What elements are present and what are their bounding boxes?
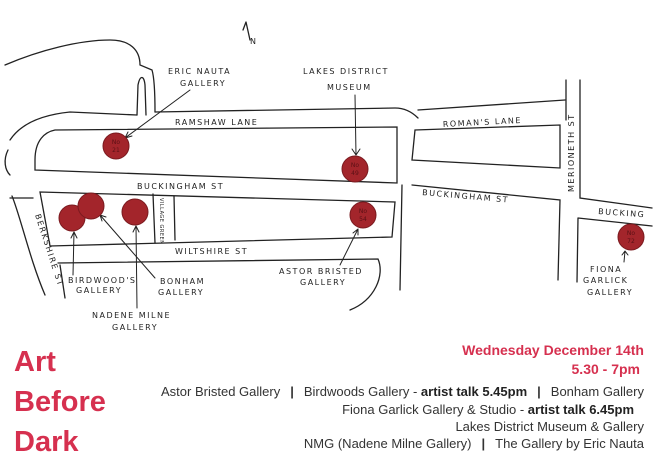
svg-text:GALLERY: GALLERY (300, 278, 346, 287)
street-ramshaw-lane: RAMSHAW LANE (175, 118, 258, 127)
title-before: Before (14, 386, 106, 418)
svg-text:21: 21 (112, 147, 120, 154)
svg-text:BONHAM: BONHAM (160, 277, 205, 286)
label-nadene-milne: NADENE MILNE GALLERY (92, 225, 171, 332)
svg-text:No: No (627, 230, 635, 237)
compass-label: N (250, 37, 257, 46)
event-time: 5.30 - 7pm (571, 361, 640, 377)
separator: | (290, 384, 294, 399)
svg-text:ERIC NAUTA: ERIC NAUTA (168, 67, 231, 76)
lake-outline (4, 39, 156, 113)
venue-line-2: Fiona Garlick Gallery & Studio - artist … (342, 402, 634, 417)
venue-line-1: Astor Bristed Gallery | Birdwoods Gallery … (161, 384, 644, 399)
marker-bonham[interactable] (77, 192, 105, 220)
venue-lakes: Lakes District Museum & Gallery (455, 419, 644, 434)
street-romans-lane: ROMAN'S LANE (443, 116, 523, 129)
svg-text:NADENE MILNE: NADENE MILNE (92, 311, 171, 320)
venue-birdwoods: Birdwoods Gallery - (303, 384, 418, 399)
title-dark: Dark (14, 426, 79, 458)
venue-fiona: Fiona Garlick Gallery & Studio - (342, 402, 525, 417)
block-ramshaw (34, 126, 398, 184)
label-astor-bristed: ASTOR BRISTED GALLERY (279, 228, 363, 287)
label-birdwoods: BIRDWOOD'S GALLERY (68, 231, 137, 295)
street-buckingham: BUCKINGHAM ST (137, 182, 224, 191)
svg-text:ASTOR BRISTED: ASTOR BRISTED (279, 267, 363, 276)
label-lakes-district: LAKES DISTRICT MUSEUM (303, 67, 389, 156)
marker-eric-nauta[interactable]: No 21 (102, 132, 130, 160)
svg-text:BIRDWOOD'S: BIRDWOOD'S (68, 276, 137, 285)
venue-nmg: NMG (Nadene Milne Gallery) (303, 436, 472, 451)
block-romans (411, 124, 561, 169)
svg-text:49: 49 (351, 170, 359, 177)
venue-bonham: Bonham Gallery (550, 384, 644, 399)
svg-text:54: 54 (359, 216, 367, 223)
label-bonham: BONHAM GALLERY (99, 214, 205, 297)
street-merioneth: MERIONETH ST (567, 113, 576, 192)
venue-line-4: NMG (Nadene Milne Gallery) | The Gallery b… (304, 436, 644, 451)
marker-nadene-milne[interactable] (121, 198, 149, 226)
talk-birdwoods: artist talk 5.45pm (420, 384, 528, 399)
svg-text:GARLICK: GARLICK (583, 276, 628, 285)
svg-text:MUSEUM: MUSEUM (327, 83, 372, 92)
venue-eric: The Gallery by Eric Nauta (495, 436, 644, 451)
svg-text:GALLERY: GALLERY (587, 288, 633, 297)
marker-fiona-garlick[interactable]: No 72 (617, 223, 645, 251)
svg-text:No: No (359, 208, 367, 215)
road-outline (9, 107, 419, 141)
event-date: Wednesday December 14th (462, 342, 644, 358)
gallery-map: N RAMSHAW LANE ROMAN'S LANE MERIONETH ST… (4, 21, 653, 332)
village-green-label: VILLAGE GREEN (158, 198, 164, 244)
svg-text:72: 72 (627, 238, 635, 245)
title-art: Art (14, 346, 56, 378)
venue-astor: Astor Bristed Gallery (161, 384, 281, 399)
svg-text:LAKES DISTRICT: LAKES DISTRICT (303, 67, 389, 76)
nadene-gallery-label: GALLERY (112, 323, 158, 332)
svg-text:No: No (351, 162, 359, 169)
venue-line-3: Lakes District Museum & Gallery (455, 419, 644, 434)
marker-astor-bristed[interactable]: No 54 (349, 201, 377, 229)
svg-text:No: No (112, 139, 120, 146)
svg-text:FIONA: FIONA (590, 265, 622, 274)
block-wiltshire (57, 258, 381, 311)
talk-fiona: artist talk 6.45pm (527, 402, 634, 417)
north-arrow-icon: N (242, 21, 257, 46)
svg-text:GALLERY: GALLERY (180, 79, 226, 88)
label-fiona-garlick: FIONA GARLICK GALLERY (583, 250, 633, 297)
svg-text:GALLERY: GALLERY (76, 286, 122, 295)
block-buckingham (39, 191, 396, 247)
marker-lakes-district[interactable]: No 49 (341, 155, 369, 183)
street-buckingham-far: BUCKING (598, 207, 646, 219)
separator: | (537, 384, 541, 399)
separator: | (481, 436, 486, 451)
svg-text:GALLERY: GALLERY (158, 288, 204, 297)
street-wiltshire: WILTSHIRE ST (175, 247, 248, 256)
